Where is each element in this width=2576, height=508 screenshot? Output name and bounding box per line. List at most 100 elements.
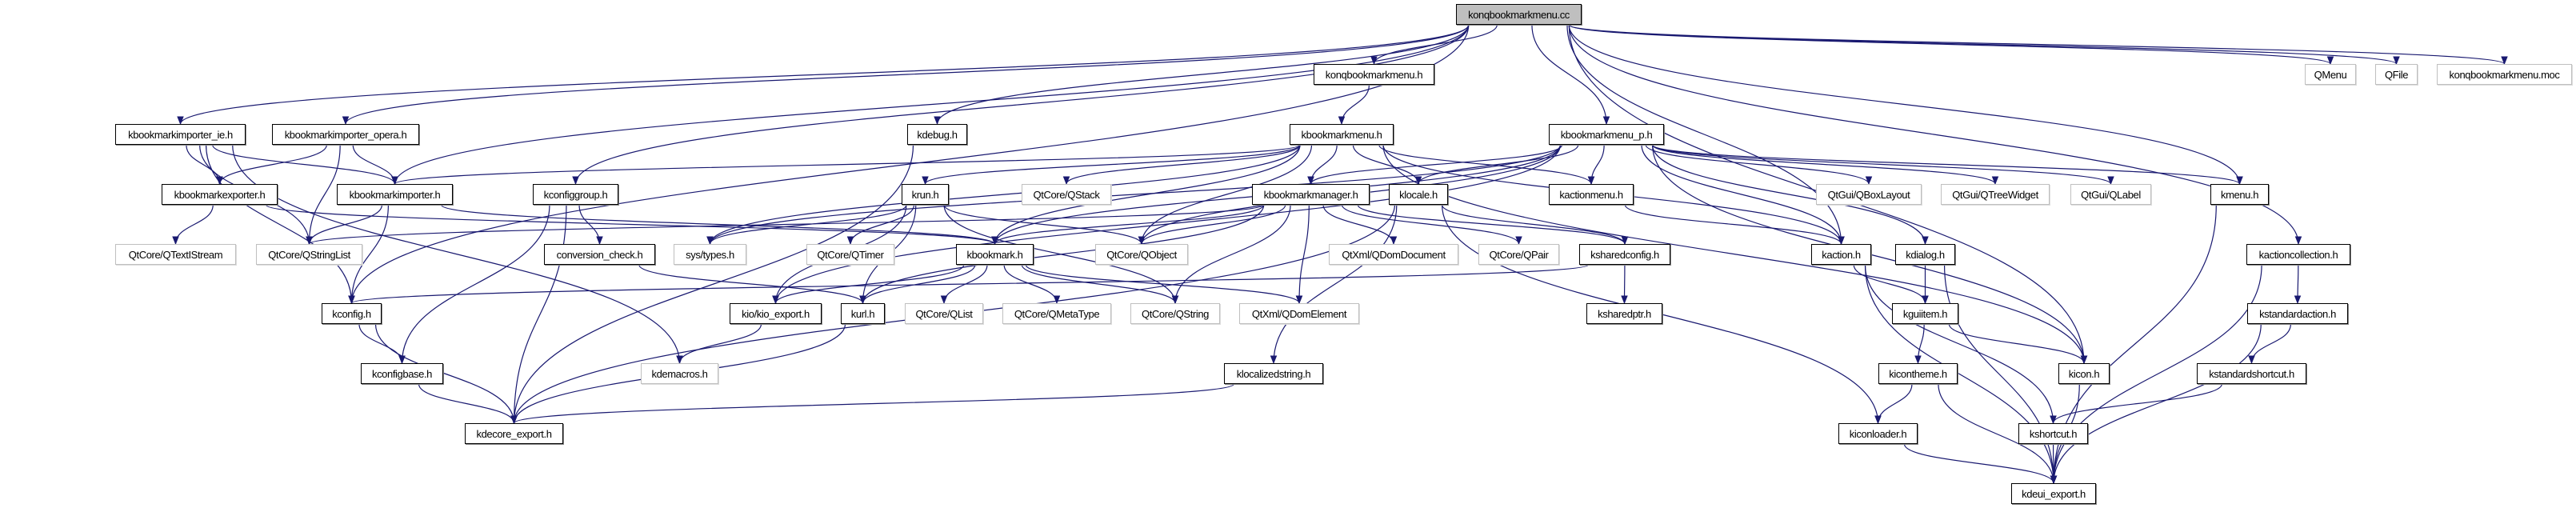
node-qstring[interactable]: QtCore/QString (1130, 303, 1220, 324)
edge-konqh-to-bmenu (1338, 84, 1370, 126)
edge-kstandardshortcut-to-kshortcut (2050, 383, 2222, 425)
node-qtreewidget[interactable]: QtGui/QTreeWidget (1941, 184, 2050, 205)
edge-kaction-to-kshortcut (1864, 264, 2057, 425)
edge-kbookmark-to-kio_export (772, 264, 965, 305)
node-qstack[interactable]: QtCore/QStack (1022, 184, 1111, 205)
node-konqh[interactable]: konqbookmarkmenu.h (1314, 64, 1434, 85)
node-krun[interactable]: krun.h (902, 184, 949, 205)
edge-bmanager-to-kbookmark (991, 204, 1265, 246)
edge-kconfiggroup-to-conversion (578, 204, 603, 246)
edge-bmenu_p-to-qtreewidget (1652, 144, 1999, 186)
node-conversion[interactable]: conversion_check.h (544, 244, 655, 265)
node-moc[interactable]: konqbookmarkmenu.moc (2437, 64, 2572, 85)
node-qobject[interactable]: QtCore/QObject (1095, 244, 1188, 265)
edge-kio_export-to-kdemacros (676, 323, 762, 365)
node-imp-opera[interactable]: kbookmarkimporter_opera.h (272, 124, 419, 145)
node-kconfigbase[interactable]: kconfigbase.h (361, 363, 443, 384)
node-qdomelement[interactable]: QtXml/QDomElement (1239, 303, 1359, 324)
node-qtextstream[interactable]: QtCore/QTextIStream (115, 244, 236, 265)
edge-ksharedconfig-to-kconfig (348, 264, 1589, 305)
node-kbookmark[interactable]: kbookmark.h (956, 244, 1034, 265)
edge-cc-to-kconfiggroup (572, 24, 1470, 186)
node-kdialog[interactable]: kdialog.h (1895, 244, 1955, 265)
node-kstandardaction[interactable]: kstandardaction.h (2247, 303, 2348, 324)
edge-cc-to-kactioncollection (1568, 24, 2302, 246)
node-imp-ie[interactable]: kbookmarkimporter_ie.h (115, 124, 246, 145)
edge-kdebug-to-kdecore_export (510, 144, 914, 425)
node-qfile[interactable]: QFile (2375, 64, 2418, 85)
node-bmanager[interactable]: kbookmarkmanager.h (1252, 184, 1370, 205)
node-kdebug[interactable]: kdebug.h (907, 124, 967, 145)
edge-bmenu_p-to-klocale (1414, 144, 1579, 186)
node-kguiitem[interactable]: kguiitem.h (1892, 303, 1958, 324)
edge-importer-to-kconfig (348, 204, 389, 305)
node-kshortcut[interactable]: kshortcut.h (2018, 423, 2088, 444)
edge-bmanager-to-kurl (859, 204, 1265, 305)
node-qdomdocument[interactable]: QtXml/QDomDocument (1329, 244, 1458, 265)
node-qtimer[interactable]: QtCore/QTimer (806, 244, 894, 265)
edge-bmenu-to-importer (391, 144, 1301, 186)
node-bmenu[interactable]: kbookmarkmenu.h (1290, 124, 1394, 145)
node-ksharedptr[interactable]: ksharedptr.h (1586, 303, 1662, 324)
edge-conversion-to-kurl (638, 264, 866, 305)
edge-bmanager-to-qpair (1341, 204, 1522, 246)
node-kio-export[interactable]: kio/kio_export.h (730, 303, 822, 324)
node-kdeui-export[interactable]: kdeui_export.h (2011, 483, 2096, 504)
node-klocalizedstring[interactable]: klocalizedstring.h (1224, 363, 1323, 384)
edge-bmenu-to-qstack (1062, 144, 1301, 186)
node-qboxlayout[interactable]: QtGui/QBoxLayout (1816, 184, 1922, 205)
edge-bmenu_p-to-qlabel (1652, 144, 2114, 186)
node-kconfiggroup[interactable]: kconfiggroup.h (533, 184, 618, 205)
node-kiconloader[interactable]: kiconloader.h (1838, 423, 1918, 444)
node-systypes[interactable]: sys/types.h (674, 244, 746, 265)
edge-bmanager-to-qdomelement (1295, 204, 1310, 305)
node-qstringlist[interactable]: QtCore/QStringList (256, 244, 362, 265)
edge-kstandardaction-to-kstandardshortcut (2248, 323, 2291, 365)
node-exporter[interactable]: kbookmarkexporter.h (162, 184, 278, 205)
node-kstandardshortcut[interactable]: kstandardshortcut.h (2197, 363, 2306, 384)
node-klocale[interactable]: klocale.h (1389, 184, 1448, 205)
node-qlabel[interactable]: QtGui/QLabel (2070, 184, 2151, 205)
edge-klocale-to-klocalizedstring (1270, 204, 1398, 365)
edge-bmenu-to-krun (922, 144, 1301, 186)
edge-exporter-to-qtextstream (172, 204, 214, 246)
node-kactioncollection[interactable]: kactioncollection.h (2246, 244, 2350, 265)
node-ksharedconfig[interactable]: ksharedconfig.h (1579, 244, 1670, 265)
edge-importer-to-kbookmark (440, 204, 998, 246)
node-kdecore-export[interactable]: kdecore_export.h (465, 423, 563, 444)
edge-kbookmark-to-qstring (1021, 264, 1179, 305)
node-qpair[interactable]: QtCore/QPair (1478, 244, 1559, 265)
node-kicon[interactable]: kicon.h (2058, 363, 2110, 384)
edge-cc-to-imp_opera (342, 24, 1470, 126)
edge-cc-to-qmenu (1568, 24, 2334, 66)
edge-cc-to-bmenu_p (1531, 24, 1610, 126)
edge-cc-to-kdebug (934, 24, 1470, 126)
edge-kdialog-to-kdeui_export (1943, 264, 2058, 485)
node-qmenu[interactable]: QMenu (2305, 64, 2356, 85)
edge-bmenu_p-to-kactionmenu (1587, 144, 1605, 186)
node-kaction[interactable]: kaction.h (1811, 244, 1871, 265)
edge-bmanager-to-ksharedconfig (1357, 204, 1629, 246)
node-bmenu-p[interactable]: kbookmarkmenu_p.h (1549, 124, 1664, 145)
node-kconfig[interactable]: kconfig.h (322, 303, 382, 324)
node-kicontheme[interactable]: kicontheme.h (1878, 363, 1958, 384)
node-qlist[interactable]: QtCore/QList (905, 303, 983, 324)
node-importer[interactable]: kbookmarkimporter.h (337, 184, 453, 205)
node-kmenu[interactable]: kmenu.h (2210, 184, 2269, 205)
node-kdemacros[interactable]: kdemacros.h (641, 363, 718, 384)
node-kurl[interactable]: kurl.h (841, 303, 885, 324)
edge-bmenu_p-to-qboxlayout (1645, 144, 1873, 186)
node-kactionmenu[interactable]: kactionmenu.h (1549, 184, 1634, 205)
edge-kconfiggroup-to-kconfigbase (398, 204, 550, 365)
edge-bmenu_p-to-kdialog (1652, 144, 1929, 246)
edge-krun-to-qtimer (846, 204, 915, 246)
node-qmetatype[interactable]: QtCore/QMetaType (1002, 303, 1111, 324)
edge-krun-to-qobject (943, 204, 1146, 246)
node-cc[interactable]: konqbookmarkmenu.cc (1456, 4, 1582, 25)
edge-cc-to-qfile (1568, 24, 2400, 66)
edge-kstandardaction-to-kdeui_export (2050, 323, 2262, 485)
edge-bmenu-to-qobject (1138, 144, 1313, 246)
edge-bmenu_p-to-kio_export (772, 144, 1561, 305)
edge-bmanager-to-qstringlist (306, 204, 1265, 246)
